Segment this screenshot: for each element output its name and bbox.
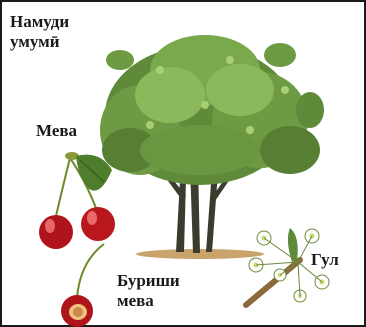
label-flower: Гул [311, 250, 339, 270]
cherry-pair [39, 152, 115, 249]
tree-crown [100, 35, 324, 185]
label-fruit-section-line1: Буриши [117, 271, 180, 291]
label-fruit-section-line2: мева [117, 291, 180, 311]
label-general-view-line2: умумӣ [10, 32, 69, 52]
label-fruit: Мева [36, 121, 77, 141]
label-general-view: Намуди умумӣ [10, 12, 69, 52]
ground-shadow [136, 249, 264, 259]
cherry-section [61, 244, 104, 327]
label-fruit-section: Буриши мева [117, 271, 180, 311]
label-general-view-line1: Намуди [10, 12, 69, 32]
